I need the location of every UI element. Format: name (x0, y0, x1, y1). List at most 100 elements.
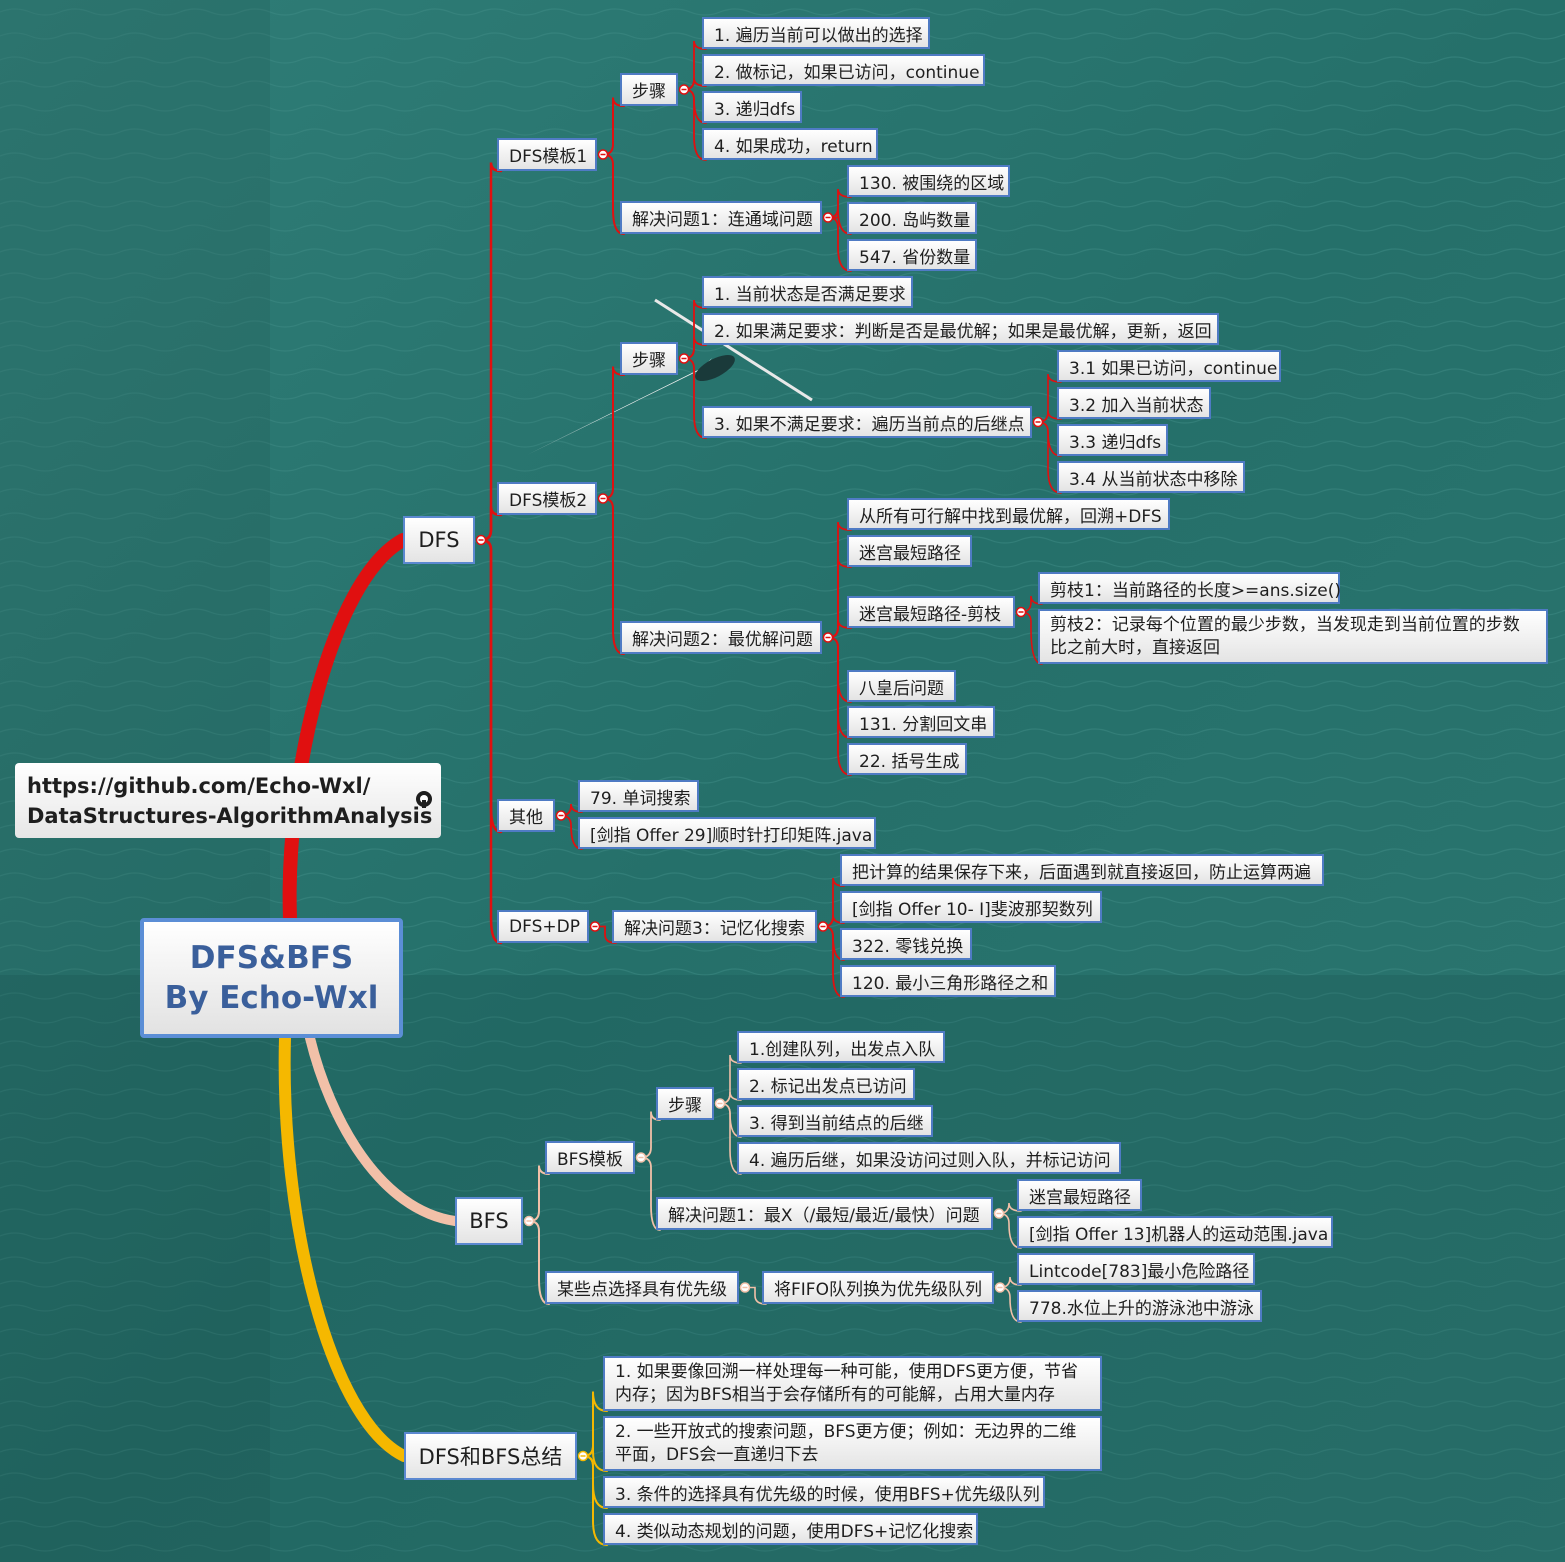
connector-line (999, 1286, 1022, 1323)
node-sum1[interactable]: 2. 一些开放式的搜索问题，BFS更方便；例如：无边界的二维平面，DFS会一直递… (603, 1416, 1102, 1471)
node-t1p0[interactable]: 130. 被围绕的区域 (847, 165, 1010, 197)
connector-line (528, 1220, 550, 1305)
node-t1p1[interactable]: 200. 岛屿数量 (847, 202, 977, 234)
connector-line (479, 538, 503, 945)
connector-line (1020, 595, 1043, 613)
connector-line (479, 506, 503, 542)
connector-line (999, 1276, 1022, 1289)
node-pri1[interactable]: 778.水位上升的游泳池中游泳 (1017, 1290, 1262, 1322)
node-t1s1[interactable]: 2. 做标记，如果已访问，continue (702, 54, 985, 86)
node-t2s[interactable]: 步骤 (620, 342, 678, 375)
node-t2p2[interactable]: 迷宫最短路径-剪枝 (847, 596, 1015, 628)
node-dp[interactable]: DFS+DP (497, 910, 589, 943)
connector-line (822, 925, 845, 998)
node-t2p4[interactable]: 131. 分割回文串 (847, 706, 995, 738)
node-t2p1[interactable]: 迷宫最短路径 (847, 535, 972, 567)
node-dp1[interactable]: [剑指 Offer 10- I]斐波那契数列 (840, 891, 1102, 923)
node-t2ss0[interactable]: 3.1 如果已访问，continue (1057, 350, 1281, 382)
node-bts3[interactable]: 4. 遍历后继，如果没访问过则入队，并标记访问 (737, 1142, 1121, 1174)
connector-line (640, 1156, 661, 1231)
connector-line (640, 1111, 661, 1159)
node-sum0[interactable]: 1. 如果要像回溯一样处理每一种可能，使用DFS更方便，节省内存；因为BFS相当… (603, 1356, 1102, 1411)
node-oth1[interactable]: [剑指 Offer 29]顺时针打印矩阵.java (578, 817, 876, 849)
connector-line (1020, 611, 1043, 665)
connector-line (602, 366, 625, 500)
connector-line (683, 357, 707, 439)
node-pri0[interactable]: Lintcode[783]最小危险路径 (1017, 1253, 1255, 1285)
connector-line (560, 814, 583, 850)
node-btp[interactable]: 解决问题1：最X（/最短/最近/最快）问题 (656, 1197, 993, 1230)
node-t2ss2[interactable]: 3.3 递归dfs (1057, 424, 1168, 456)
node-t2s0[interactable]: 1. 当前状态是否满足要求 (702, 276, 913, 308)
connector-line (683, 336, 707, 360)
node-t2s1[interactable]: 2. 如果满足要求：判断是否是最优解；如果是最优解，更新，返回 (702, 313, 1219, 345)
connector-line (827, 216, 852, 272)
node-t2p3[interactable]: 八皇后问题 (847, 670, 956, 702)
root-subtitle: By Echo-Wxl (164, 980, 379, 1016)
node-bts[interactable]: 步骤 (656, 1087, 714, 1120)
node-dfs[interactable]: DFS (403, 516, 475, 564)
node-t1p2[interactable]: 547. 省份数量 (847, 239, 977, 271)
node-dpp[interactable]: 解决问题3：记忆化搜索 (612, 910, 817, 943)
github-icon (416, 791, 432, 808)
link-line2: DataStructures-AlgorithmAnalysis (27, 804, 433, 828)
node-t2p5[interactable]: 22. 括号生成 (847, 743, 967, 775)
node-t2p[interactable]: 解决问题2：最优解问题 (620, 621, 822, 654)
node-t1s[interactable]: 步骤 (620, 73, 678, 106)
github-link[interactable]: https://github.com/Echo-Wxl/ DataStructu… (15, 763, 441, 838)
connector-line (998, 1202, 1022, 1215)
node-oth[interactable]: 其他 (497, 799, 555, 832)
node-t1s2[interactable]: 3. 递归dfs (702, 91, 802, 123)
node-dp3[interactable]: 120. 最小三角形路径之和 (840, 965, 1056, 997)
bfs-trunk (305, 1033, 460, 1226)
node-bts0[interactable]: 1.创建队列，出发点入队 (737, 1031, 945, 1063)
connector-line (683, 88, 707, 161)
connector-line (560, 803, 583, 817)
node-t2ss1[interactable]: 3.2 加入当前状态 (1057, 387, 1211, 419)
node-sum[interactable]: DFS和BFS总结 (404, 1432, 577, 1480)
node-pris[interactable]: 将FIFO队列换为优先级队列 (762, 1271, 994, 1304)
node-bts1[interactable]: 2. 标记出发点已访问 (737, 1068, 915, 1100)
dfs-trunk (282, 533, 410, 925)
connector-line (1037, 421, 1062, 494)
connector-line (998, 1212, 1022, 1249)
node-t2[interactable]: DFS模板2 (497, 482, 597, 515)
summary-trunk (278, 1032, 410, 1462)
node-oth0[interactable]: 79. 单词搜索 (578, 780, 699, 812)
node-pri[interactable]: 某些点选择具有优先级 (545, 1271, 739, 1304)
connector-line (827, 188, 852, 219)
node-t1[interactable]: DFS模板1 (497, 138, 597, 171)
link-line1: https://github.com/Echo-Wxl/ (27, 774, 371, 798)
node-t1p[interactable]: 解决问题1：连通域问题 (620, 201, 822, 234)
node-t1s0[interactable]: 1. 遍历当前可以做出的选择 (702, 17, 930, 49)
node-bt[interactable]: BFS模板 (545, 1141, 635, 1174)
node-sum3[interactable]: 4. 类似动态规划的问题，使用DFS+记忆化搜索 (603, 1513, 978, 1545)
connector-line (602, 497, 625, 655)
node-t1s3[interactable]: 4. 如果成功，return (702, 128, 878, 160)
node-bts2[interactable]: 3. 得到当前结点的后继 (737, 1105, 933, 1137)
root-node[interactable]: DFS&BFS By Echo-Wxl (140, 918, 403, 1038)
node-btp1[interactable]: [剑指 Offer 13]机器人的运动范围.java (1017, 1216, 1333, 1248)
connector-line (582, 1455, 608, 1546)
node-t2s2[interactable]: 3. 如果不满足要求：遍历当前点的后继点 (702, 406, 1032, 438)
root-title: DFS&BFS (189, 940, 354, 976)
node-bfs[interactable]: BFS (455, 1197, 523, 1245)
connector-line (827, 636, 852, 776)
node-t2p0[interactable]: 从所有可行解中找到最优解，回溯+DFS (847, 498, 1170, 530)
connector-line (582, 1445, 608, 1472)
node-sum2[interactable]: 3. 条件的选择具有优先级的时候，使用BFS+优先级队列 (603, 1476, 1045, 1508)
connector-line (719, 1091, 742, 1105)
node-dp2[interactable]: 322. 零钱兑换 (840, 928, 972, 960)
connector-line (822, 914, 845, 928)
node-pr0[interactable]: 剪枝1：当前路径的长度>=ans.size() (1038, 572, 1341, 604)
node-pr1[interactable]: 剪枝2：记录每个位置的最少步数，当发现走到当前位置的步数比之前大时，直接返回 (1038, 609, 1548, 664)
connector-line (719, 1102, 742, 1175)
connector-line (602, 153, 625, 235)
node-t2ss3[interactable]: 3.4 从当前状态中移除 (1057, 461, 1245, 493)
rowing-boat (527, 298, 813, 455)
connector-line (683, 77, 707, 91)
node-btp0[interactable]: 迷宫最短路径 (1017, 1179, 1142, 1211)
connector-line (827, 619, 852, 639)
node-dp0[interactable]: 把计算的结果保存下来，后面遇到就直接返回，防止运算两遍 (840, 854, 1324, 886)
